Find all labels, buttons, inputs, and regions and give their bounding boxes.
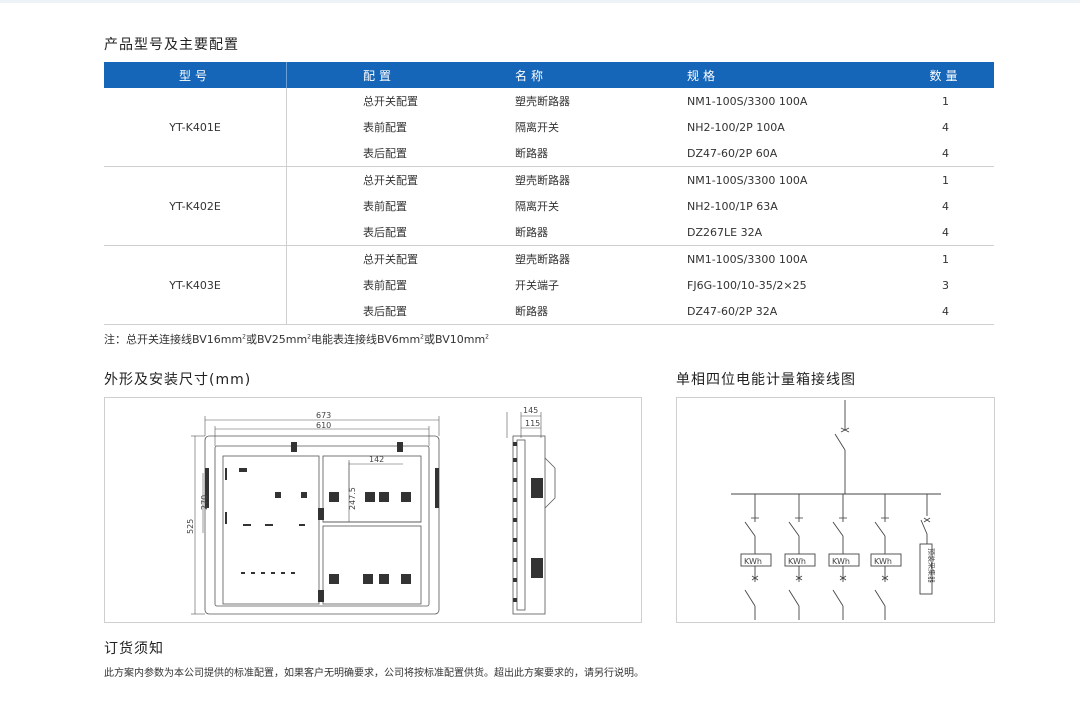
name-cell: 断路器 <box>515 219 687 246</box>
dim-145: 145 <box>523 406 538 415</box>
table-row: 表前配置 开关端子 FJ6G-100/10-35/2×25 3 <box>104 272 994 298</box>
table-row: 表后配置 断路器 DZ47-60/2P 32A 4 <box>104 298 994 325</box>
qty-cell: 4 <box>942 199 949 213</box>
top-divider <box>0 0 1080 3</box>
spec-cell: NM1-100S/3300 100A <box>687 252 808 266</box>
spec-cell: DZ47-60/2P 60A <box>687 140 897 167</box>
side-view <box>512 435 556 615</box>
note-part-4: 或BV10mm <box>424 333 486 346</box>
section-title-models: 产品型号及主要配置 <box>104 37 239 53</box>
meter-label: KWh <box>744 557 762 566</box>
header-qty: 数量 <box>897 62 994 88</box>
note-part-2: 或BV25mm <box>246 333 308 346</box>
name-cell: 隔离开关 <box>515 200 559 213</box>
qty-cell: 4 <box>897 219 994 246</box>
meter-label: KWh <box>832 557 850 566</box>
note-sup: 2 <box>485 333 489 341</box>
note-part-1: 注：总开关连接线BV16mm <box>104 333 243 346</box>
config-cell: 总开关配置 <box>363 253 418 266</box>
dimension-drawing: 673 610 142 247.5 270 525 145 115 <box>186 406 556 615</box>
header-config: 配置 <box>286 62 515 88</box>
note-part-3: 电能表连接线BV6mm <box>311 333 421 346</box>
meter-label: KWh <box>788 557 806 566</box>
config-cell: 总开关配置 <box>363 174 418 187</box>
table-row: 表后配置 断路器 DZ267LE 32A 4 <box>104 219 994 246</box>
qty-cell: 1 <box>942 173 949 187</box>
dim-673: 673 <box>316 411 331 420</box>
name-cell: 塑壳断路器 <box>515 95 570 108</box>
name-cell: 塑壳断路器 <box>515 174 570 187</box>
qty-cell: 4 <box>897 140 994 167</box>
name-cell: 塑壳断路器 <box>515 253 570 266</box>
model-cell: YT-K403E <box>104 245 287 325</box>
dimension-drawing-panel: 673 610 142 247.5 270 525 145 115 <box>104 397 642 623</box>
qty-cell: 4 <box>897 298 994 325</box>
dim-270: 270 <box>200 495 209 510</box>
wiring-diagram: KWh KWh KWh KWh 预装采集器 <box>731 400 941 620</box>
wiring-diagram-panel: KWh KWh KWh KWh 预装采集器 <box>676 397 995 623</box>
table-row: YT-K401E 总开关配置 塑壳断路器 NM1-100S/3300 100A … <box>104 88 994 167</box>
note-sup: 2 <box>242 333 246 341</box>
name-cell: 断路器 <box>515 298 687 325</box>
config-cell: 表前配置 <box>363 200 407 213</box>
config-cell: 表后配置 <box>286 140 515 167</box>
table-row: 表前配置 隔离开关 NH2-100/2P 100A 4 <box>104 114 994 140</box>
qty-cell: 1 <box>942 252 949 266</box>
name-cell: 隔离开关 <box>515 121 559 134</box>
spec-cell: NM1-100S/3300 100A <box>687 173 808 187</box>
table-row: 表前配置 隔离开关 NH2-100/1P 63A 4 <box>104 193 994 219</box>
config-cell: 表后配置 <box>286 298 515 325</box>
dim-142: 142 <box>369 455 384 464</box>
section-title-wiring: 单相四位电能计量箱接线图 <box>676 372 856 388</box>
header-name: 名称 <box>515 62 687 88</box>
table-row: YT-K403E 总开关配置 塑壳断路器 NM1-100S/3300 100A … <box>104 245 994 325</box>
qty-cell: 3 <box>942 278 949 292</box>
dim-610: 610 <box>316 421 331 430</box>
qty-cell: 1 <box>942 94 949 108</box>
name-cell: 开关端子 <box>515 279 559 292</box>
name-cell: 断路器 <box>515 140 687 167</box>
spec-cell: NH2-100/2P 100A <box>687 120 785 134</box>
header-model: 型号 <box>104 62 287 88</box>
spec-table: 型号 配置 名称 规格 数量 YT-K401E 总开关配置 塑壳断路器 NM1-… <box>104 62 994 325</box>
table-row: YT-K402E 总开关配置 塑壳断路器 NM1-100S/3300 100A … <box>104 166 994 246</box>
dim-115: 115 <box>525 419 540 428</box>
box-outline <box>204 435 440 615</box>
table-header-row: 型号 配置 名称 规格 数量 <box>104 62 994 88</box>
model-cell: YT-K402E <box>104 166 287 246</box>
wiring-note: 注：总开关连接线BV16mm2或BV25mm2电能表连接线BV6mm2或BV10… <box>104 331 489 347</box>
section-title-dimensions: 外形及安装尺寸(mm) <box>104 372 252 388</box>
section-title-ordering: 订货须知 <box>104 641 164 657</box>
spec-cell: FJ6G-100/10-35/2×25 <box>687 278 807 292</box>
collector-label: 预装采集器 <box>927 548 936 583</box>
dim-247-5: 247.5 <box>348 487 357 510</box>
config-cell: 表后配置 <box>286 219 515 246</box>
config-cell: 总开关配置 <box>363 95 418 108</box>
meter-label: KWh <box>874 557 892 566</box>
spec-cell: NH2-100/1P 63A <box>687 199 778 213</box>
header-spec: 规格 <box>687 62 897 88</box>
dim-525: 525 <box>186 519 195 534</box>
spec-cell: NM1-100S/3300 100A <box>687 94 808 108</box>
model-cell: YT-K401E <box>104 88 287 167</box>
config-cell: 表前配置 <box>363 279 407 292</box>
config-cell: 表前配置 <box>363 121 407 134</box>
spec-cell: DZ47-60/2P 32A <box>687 298 897 325</box>
note-sup: 2 <box>307 333 311 341</box>
note-sup: 2 <box>420 333 424 341</box>
table-row: 表后配置 断路器 DZ47-60/2P 60A 4 <box>104 140 994 167</box>
ordering-note: 此方案内参数为本公司提供的标准配置，如果客户无明确要求，公司将按标准配置供货。超… <box>104 668 644 679</box>
qty-cell: 4 <box>942 120 949 134</box>
spec-cell: DZ267LE 32A <box>687 219 897 246</box>
